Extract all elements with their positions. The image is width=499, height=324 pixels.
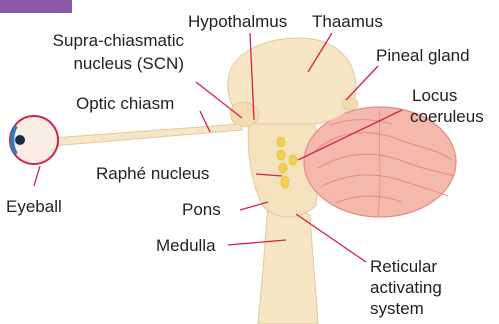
eyeball-shape bbox=[10, 116, 58, 164]
label-reticular-line2: activating bbox=[370, 277, 442, 298]
label-locus-line2: coeruleus bbox=[410, 106, 484, 127]
brainstem bbox=[258, 200, 318, 324]
pineal-gland-shape bbox=[342, 98, 358, 110]
label-reticular-line3: system bbox=[370, 298, 424, 319]
label-pons: Pons bbox=[182, 199, 221, 220]
label-thaamus: Thaamus bbox=[312, 11, 383, 32]
label-pineal-gland: Pineal gland bbox=[376, 45, 470, 66]
label-raphe-nucleus: Raphé nucleus bbox=[96, 163, 209, 184]
label-eyeball: Eyeball bbox=[6, 196, 62, 217]
optic-nerve bbox=[52, 124, 242, 146]
label-reticular-line1: Reticular bbox=[370, 256, 437, 277]
label-scn-line2: nucleus (SCN) bbox=[6, 53, 184, 74]
label-hypothalmus: Hypothalmus bbox=[188, 11, 287, 32]
label-optic-chiasm: Optic chiasm bbox=[76, 93, 174, 114]
label-locus-line1: Locus bbox=[412, 85, 457, 106]
label-scn-line1: Supra-chiasmatic bbox=[6, 30, 184, 51]
leader-eyeball bbox=[34, 166, 40, 186]
label-medulla: Medulla bbox=[156, 235, 216, 256]
